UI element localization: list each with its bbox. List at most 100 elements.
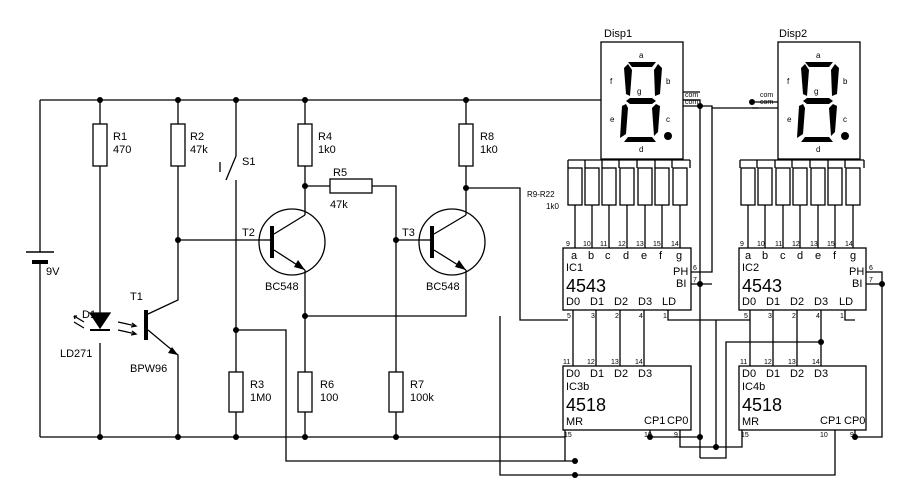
svg-text:g: g [676,250,682,262]
r7-name: R7 [410,379,424,391]
battery-label: 9V [46,266,60,278]
svg-text:D1: D1 [590,296,604,308]
svg-text:15: 15 [741,432,749,439]
r6-name: R6 [320,379,334,391]
svg-text:5: 5 [567,313,571,320]
disp1-com-2: com [685,99,698,106]
svg-text:10: 10 [757,241,765,248]
resistor-r5: R5 47k [329,167,373,211]
r4-name: R4 [318,131,332,143]
svg-text:d: d [623,250,629,262]
svg-text:BI: BI [852,278,862,290]
svg-text:LD: LD [662,296,676,308]
svg-text:9: 9 [850,432,854,439]
svg-text:g: g [850,250,856,262]
disp1-seg-f: f [610,77,613,86]
d1-name: D1 [82,309,96,321]
r2-value: 47k [190,144,208,156]
svg-text:13: 13 [810,241,818,248]
disp2-seg-d: d [816,145,820,154]
disp1-seg-b: b [666,77,671,86]
rbank-value: 1k0 [546,202,559,211]
svg-text:3: 3 [768,313,772,320]
svg-text:10: 10 [820,432,828,439]
svg-text:LD: LD [839,296,853,308]
svg-text:9: 9 [566,241,570,248]
transistor-t3: T3 BC548 [402,208,486,293]
r5-value: 47k [330,199,348,211]
ic3-name: IC3b [566,381,589,393]
disp1-seg-a: a [639,51,644,60]
svg-text:1: 1 [663,313,667,320]
disp1-com-1: com [685,92,698,99]
svg-text:D1: D1 [590,368,604,380]
svg-text:D0: D0 [566,368,580,380]
svg-text:D0: D0 [566,296,580,308]
resistor-r4: R4 1k0 [297,123,336,167]
t1-part: BPW96 [130,363,167,375]
svg-text:2: 2 [615,313,619,320]
svg-text:13: 13 [788,359,796,366]
svg-text:a: a [571,250,578,262]
t2-name: T2 [242,227,255,239]
svg-text:4: 4 [816,313,820,320]
svg-text:7: 7 [693,277,697,284]
resistor-bank-1: R9-R22 1k0 [527,167,688,211]
svg-text:9: 9 [674,432,678,439]
svg-text:D3: D3 [814,368,828,380]
svg-text:CP1: CP1 [820,415,841,427]
resistor-r6: R6 100 [297,371,338,413]
svg-text:11: 11 [775,241,782,248]
svg-text:a: a [745,250,752,262]
svg-text:10: 10 [644,432,652,439]
svg-text:D0: D0 [742,296,756,308]
ic4-part: 4518 [742,395,782,415]
disp2-seg-b: b [843,77,848,86]
svg-text:2: 2 [792,313,796,320]
disp1-seg-g: g [637,87,641,96]
svg-text:c: c [780,250,786,262]
r3-value: 1M0 [250,392,271,404]
svg-text:11: 11 [740,359,747,366]
disp2-seg-g: g [814,87,818,96]
r8-name: R8 [480,131,494,143]
resistor-r8: R8 1k0 [458,123,498,167]
disp2-name: Disp2 [779,28,807,40]
svg-text:6: 6 [869,265,873,272]
svg-text:D1: D1 [766,296,780,308]
svg-text:11: 11 [600,241,607,248]
resistor-r3: R3 1M0 [228,371,271,413]
svg-text:10: 10 [583,241,591,248]
ic3-part: 4518 [566,395,606,415]
r8-value: 1k0 [480,144,498,156]
svg-text:D3: D3 [814,296,828,308]
disp2-seg-e: e [787,115,792,124]
svg-text:b: b [588,250,594,262]
disp2-seg-f: f [787,77,790,86]
disp1-seg-c: c [666,115,670,124]
ic4-name: IC4b [742,381,765,393]
r3-name: R3 [250,379,264,391]
wiring [39,91,883,476]
resistor-r2: R2 47k [170,123,208,167]
disp1-seg-d: d [639,145,643,154]
d1-part: LD271 [60,348,92,360]
svg-text:12: 12 [587,359,595,366]
svg-text:5: 5 [744,313,748,320]
svg-text:14: 14 [812,359,820,366]
r1-value: 470 [113,144,131,156]
svg-text:12: 12 [618,241,626,248]
svg-text:15: 15 [653,241,661,248]
svg-text:D2: D2 [614,368,628,380]
t3-name: T3 [402,227,415,239]
ic1-4543: 9 10 11 12 13 15 14 a b c d e f g IC1 45… [562,241,697,320]
svg-text:6: 6 [693,265,697,272]
r2-name: R2 [190,131,204,143]
svg-text:D2: D2 [790,296,804,308]
t3-part: BC548 [426,281,460,293]
svg-text:f: f [833,250,837,262]
svg-text:14: 14 [635,359,643,366]
svg-text:e: e [641,250,647,262]
display-disp1: Disp1 a b c d e f g com com [600,28,698,160]
transistor-t2: T2 BC548 [242,208,326,293]
